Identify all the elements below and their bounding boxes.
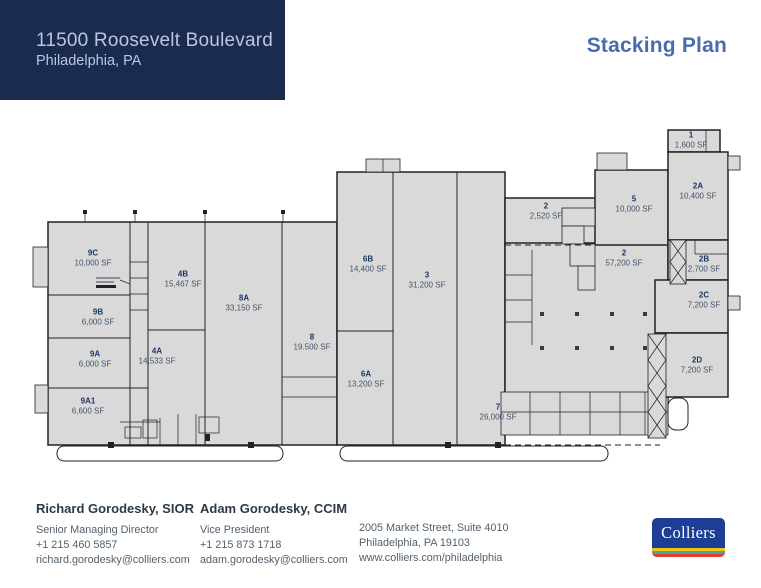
unit-id: 2C [698, 290, 710, 300]
unit-sf: 10,400 SF [679, 191, 717, 201]
unit-id: 9A [89, 349, 101, 359]
unit-sf: 26,000 SF [479, 412, 517, 422]
colliers-logo: Colliers [652, 518, 725, 557]
contact-name: Adam Gorodesky, CCIM [200, 501, 348, 516]
unit-sf: 10,000 SF [615, 204, 653, 214]
unit-sf: 7,200 SF [687, 300, 721, 310]
building-subtitle: Philadelphia, PA [36, 53, 142, 69]
contact-phone: +1 215 460 5857 [36, 539, 118, 551]
unit-id: 2A [692, 181, 704, 191]
header-band: 11500 Roosevelt Boulevard Philadelphia, … [0, 0, 285, 100]
office-website: www.colliers.com/philadelphia [359, 552, 503, 564]
unit-id: 4A [151, 346, 163, 356]
unit-sf: 6,000 SF [78, 359, 112, 369]
document-title: Stacking Plan [586, 34, 727, 57]
contact-title: Vice President [200, 524, 270, 536]
unit-sf: 7,200 SF [680, 365, 714, 375]
unit-id: 8 [309, 332, 315, 342]
unit-sf: 6,000 SF [81, 317, 115, 327]
unit-sf: 33,150 SF [225, 303, 263, 313]
unit-id: 7 [495, 402, 501, 412]
unit-id: 2D [691, 355, 703, 365]
unit-sf: 1,600 SF [674, 140, 708, 150]
unit-id: 2 [543, 201, 549, 211]
unit-id: 6B [362, 254, 374, 264]
unit-sf: 15,467 SF [164, 279, 202, 289]
unit-id: 9A1 [80, 396, 96, 406]
unit-id: 9B [92, 307, 104, 317]
office-address-block: 2005 Market Street, Suite 4010 Philadelp… [359, 521, 508, 566]
contact-card-adam: Adam Gorodesky, CCIM Vice President +1 2… [200, 501, 348, 568]
unit-id: 8A [238, 293, 250, 303]
unit-sf: 19.500 SF [293, 342, 331, 352]
logo-stripe-red [652, 554, 725, 557]
contact-phone: +1 215 873 1718 [200, 539, 282, 551]
unit-id: 5 [631, 194, 637, 204]
unit-id: 9C [87, 248, 99, 258]
contact-email: adam.gorodesky@colliers.com [200, 554, 348, 566]
unit-id: 1 [688, 130, 694, 140]
logo-stripe-teal [652, 551, 725, 554]
contact-email: richard.gorodesky@colliers.com [36, 554, 190, 566]
office-address-line2: Philadelphia, PA 19103 [359, 537, 470, 549]
building-title: 11500 Roosevelt Boulevard [36, 30, 274, 51]
unit-id: 4B [177, 269, 189, 279]
unit-id: 6A [360, 369, 372, 379]
unit-sf: 10,000 SF [74, 258, 112, 268]
contact-title: Senior Managing Director [36, 524, 159, 536]
unit-sf: 57,200 SF [605, 258, 643, 268]
unit-id: 3 [424, 270, 430, 280]
unit-sf: 31,200 SF [408, 280, 446, 290]
unit-id: 2 [621, 248, 627, 258]
office-address-line1: 2005 Market Street, Suite 4010 [359, 522, 509, 534]
unit-sf: 14,533 SF [138, 356, 176, 366]
unit-sf: 14,400 SF [349, 264, 387, 274]
unit-sf: 13,200 SF [347, 379, 385, 389]
unit-id: 2B [698, 254, 710, 264]
unit-sf: 2,520 SF [529, 211, 563, 221]
contact-card-richard: Richard Gorodesky, SIOR Senior Managing … [36, 501, 194, 568]
unit-sf: 2,700 SF [687, 264, 721, 274]
colliers-wordmark: Colliers [661, 523, 716, 542]
contact-name: Richard Gorodesky, SIOR [36, 501, 194, 516]
unit-sf: 6,600 SF [71, 406, 105, 416]
logo-stripe-yellow [652, 548, 725, 551]
